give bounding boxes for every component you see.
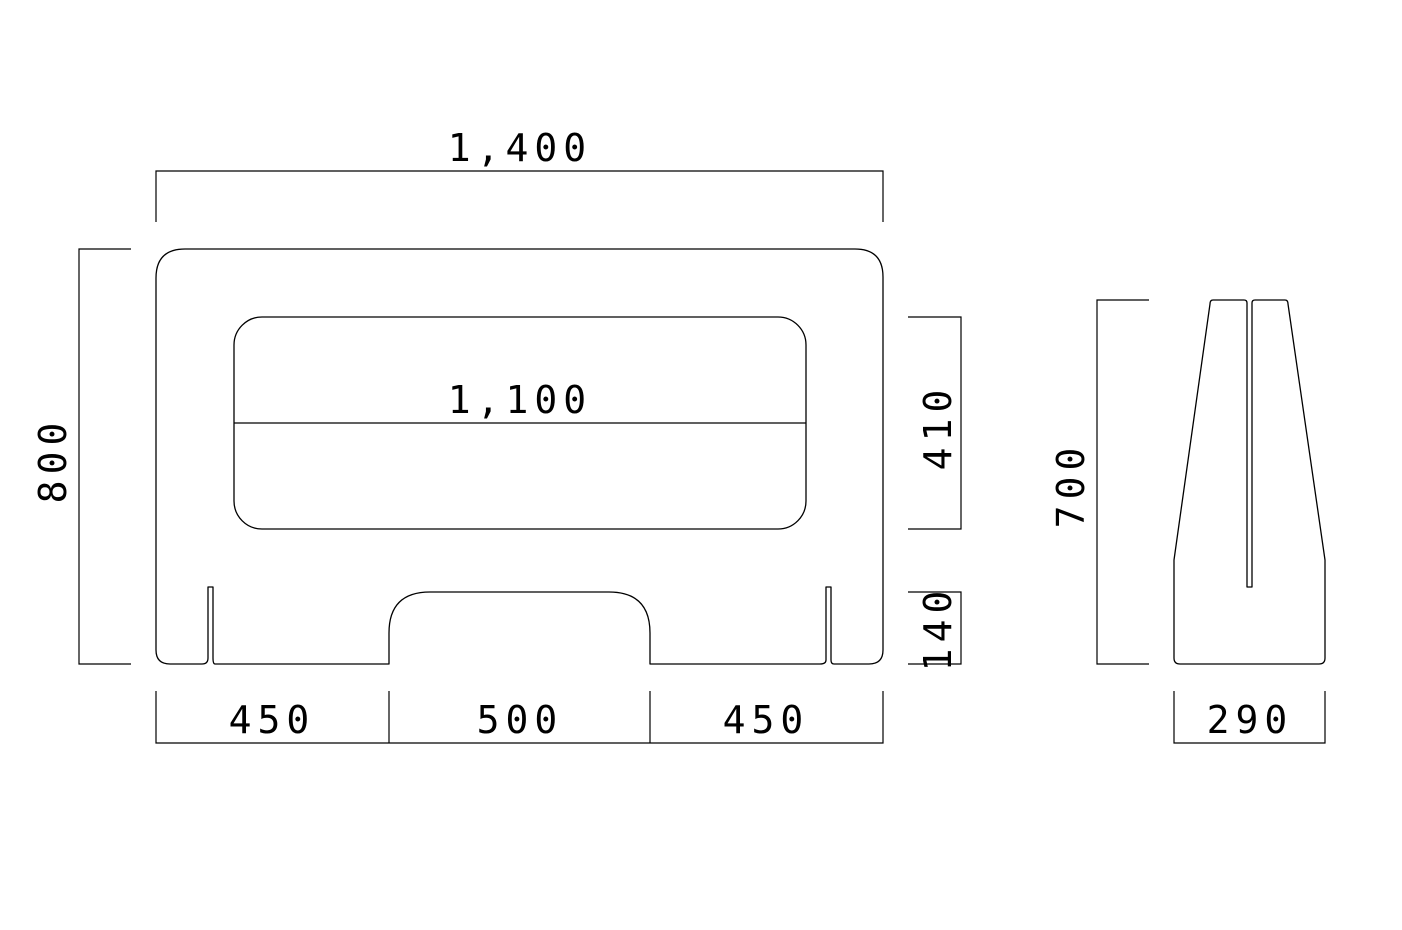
overall-width-label: 1,400 bbox=[448, 126, 592, 170]
front-panel-outline bbox=[155, 248, 884, 665]
bottom-right-label: 450 bbox=[723, 698, 810, 742]
side-width-label: 290 bbox=[1207, 698, 1294, 742]
side-leg-outline bbox=[1173, 299, 1326, 665]
window-width-label: 1,100 bbox=[448, 378, 592, 422]
bottom-left-label: 450 bbox=[229, 698, 316, 742]
side-height-dim bbox=[1096, 299, 1149, 665]
window-height-dim bbox=[908, 316, 962, 530]
foot-height-dim bbox=[908, 591, 962, 665]
foot-height-label: 140 bbox=[916, 585, 960, 672]
window-height-label: 410 bbox=[916, 384, 960, 471]
overall-height-dim bbox=[78, 248, 131, 665]
front-view: 1,100 1,400 800 410 140 450 500 450 bbox=[31, 126, 962, 744]
overall-width-dim bbox=[155, 170, 884, 222]
bottom-center-label: 500 bbox=[477, 698, 564, 742]
side-view: 700 290 bbox=[1049, 299, 1326, 744]
side-height-label: 700 bbox=[1049, 442, 1093, 529]
overall-height-label: 800 bbox=[31, 417, 75, 504]
side-width-dim bbox=[1173, 691, 1326, 744]
bottom-segment-dim bbox=[155, 691, 884, 744]
